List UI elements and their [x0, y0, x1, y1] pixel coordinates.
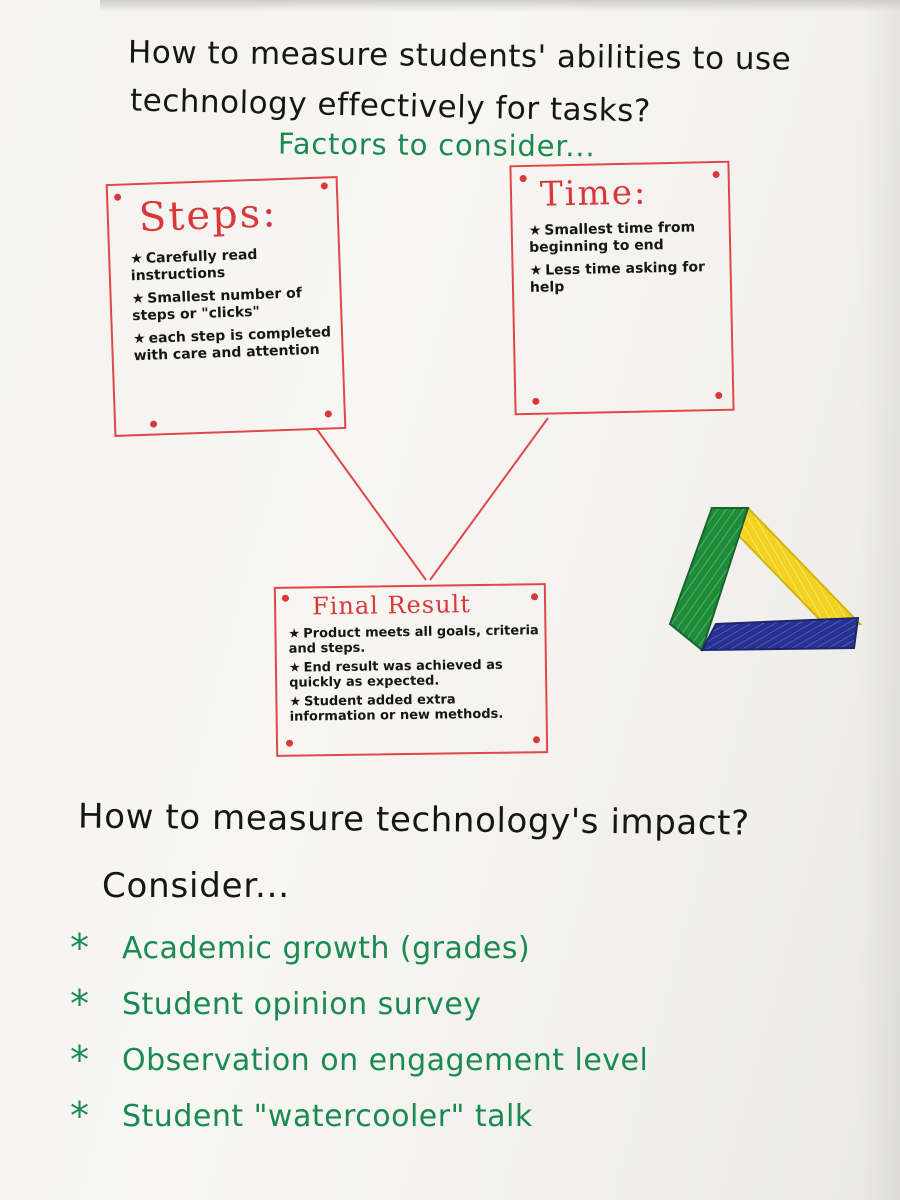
paper-shadow: [860, 0, 900, 1200]
list-item-text: Smallest time from beginning to end: [528, 219, 696, 256]
list-item-text: each step is completed with care and att…: [133, 324, 332, 365]
corner-dot: [324, 410, 332, 418]
list-item-text: Student added extra information or new m…: [289, 692, 504, 725]
star-icon: ★: [528, 222, 542, 239]
list-item: ★Smallest number of steps or "clicks": [131, 284, 337, 325]
final-result-list: ★Product meets all goals, criteria and s…: [288, 623, 544, 729]
list-item-text: Student "watercooler" talk: [122, 1098, 533, 1134]
corner-dot: [519, 174, 527, 183]
list-item: * Academic growth (grades): [70, 920, 648, 976]
consider-heading: Consider...: [102, 866, 290, 906]
corner-dot: [285, 739, 294, 747]
corner-dot: [532, 397, 540, 405]
star-icon: ★: [132, 330, 146, 348]
list-item: ★Student added extra information or new …: [289, 691, 544, 725]
star-icon: ★: [131, 290, 145, 308]
logo-blue-side: [700, 616, 860, 652]
star-icon: *: [70, 926, 89, 970]
corner-dot: [320, 182, 328, 190]
time-title: Time:: [539, 172, 648, 215]
impact-list: * Academic growth (grades) * Student opini…: [70, 920, 648, 1144]
list-item: ★End result was achieved as quickly as e…: [289, 657, 544, 691]
star-icon: ★: [288, 660, 301, 676]
star-icon: *: [70, 1094, 89, 1138]
connector-steps-final: [315, 427, 427, 581]
star-icon: *: [70, 982, 89, 1026]
steps-box: Steps: ★Carefully read instructions ★Sma…: [105, 176, 347, 437]
list-item-text: Student opinion survey: [122, 986, 482, 1022]
corner-dot: [114, 193, 122, 201]
star-icon: ★: [288, 626, 301, 642]
star-icon: *: [70, 1038, 89, 1082]
list-item: ★each step is completed with care and at…: [133, 324, 339, 365]
corner-dot: [530, 593, 539, 601]
star-icon: ★: [130, 250, 144, 268]
corner-dot: [532, 736, 541, 744]
time-list: ★Smallest time from beginning to end ★Le…: [529, 219, 727, 303]
google-drive-logo-icon: [668, 507, 863, 652]
list-item: * Student "watercooler" talk: [70, 1088, 648, 1144]
list-item: ★Carefully read instructions: [130, 244, 336, 285]
list-item-text: Carefully read instructions: [130, 246, 258, 285]
corner-dot: [712, 170, 720, 179]
list-item: * Observation on engagement level: [70, 1032, 648, 1088]
time-box: Time: ★Smallest time from beginning to e…: [509, 160, 735, 416]
list-item: ★Less time asking for help: [529, 259, 726, 297]
impact-question: How to measure technology's impact?: [77, 796, 750, 844]
list-item-text: Academic growth (grades): [122, 930, 531, 966]
corner-dot: [149, 420, 158, 428]
list-item-text: Smallest number of steps or "clicks": [132, 285, 303, 325]
star-icon: ★: [529, 262, 543, 279]
list-item-text: Observation on engagement level: [122, 1042, 649, 1078]
list-item: * Student opinion survey: [70, 976, 648, 1032]
list-item: ★Product meets all goals, criteria and s…: [288, 623, 543, 657]
final-result-title: Final Result: [311, 590, 472, 621]
list-item: ★Smallest time from beginning to end: [529, 219, 726, 257]
corner-dot: [715, 391, 723, 400]
list-item-text: Product meets all goals, criteria and st…: [288, 623, 539, 657]
star-icon: ★: [289, 694, 302, 710]
paper-top-shadow: [100, 0, 900, 12]
final-result-box: Final Result ★Product meets all goals, c…: [273, 583, 549, 757]
steps-title: Steps:: [138, 190, 279, 241]
steps-list: ★Carefully read instructions ★Smallest n…: [130, 244, 339, 371]
connector-time-final: [429, 417, 549, 581]
list-item-text: End result was achieved as quickly as ex…: [289, 657, 503, 691]
corner-dot: [281, 594, 290, 602]
list-item-text: Less time asking for help: [529, 259, 706, 296]
